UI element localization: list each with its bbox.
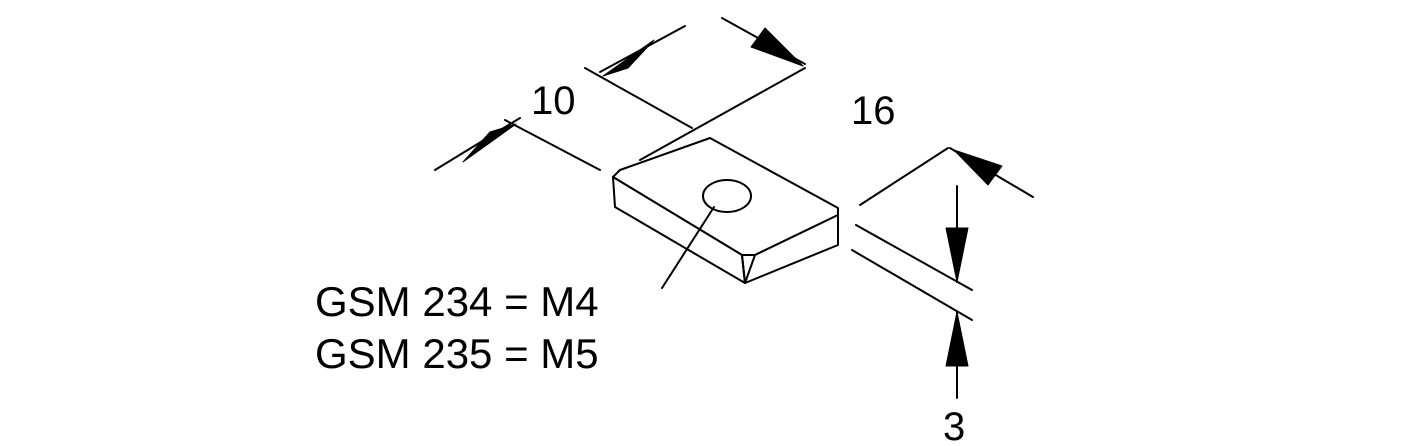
nut-body [612, 137, 839, 284]
extension-line-width-right [584, 67, 693, 129]
callout-leader-line [661, 206, 715, 289]
dimension-line-width-left-leader [434, 117, 521, 171]
callout-line-2: GSM 235 = M5 [315, 330, 599, 377]
arrowhead-length-right [953, 149, 1003, 186]
dimension-length: 16 [639, 17, 1034, 206]
nut-chamfer-edge-2 [744, 254, 756, 284]
thread-size-callout: GSM 234 = M4 GSM 235 = M5 [315, 206, 715, 377]
dimension-thickness-label: 3 [943, 405, 965, 446]
dimension-width-label: 10 [531, 79, 576, 123]
extension-line-length-right [859, 147, 949, 206]
dimension-width: 10 [434, 25, 693, 171]
dimension-thickness: 3 [851, 185, 973, 446]
extension-line-thickness-top [855, 224, 973, 291]
extension-line-length-left [639, 67, 806, 161]
extension-line-thickness-bottom [851, 249, 973, 321]
arrowhead-thickness-top [945, 227, 969, 283]
arrowhead-width-left [462, 123, 517, 163]
dimension-length-label: 16 [851, 89, 896, 133]
nut-threaded-hole [702, 179, 752, 213]
arrowhead-width-right [602, 39, 655, 77]
arrowhead-thickness-bottom [945, 311, 969, 367]
arrowhead-length-top [750, 27, 804, 67]
nut-chamfer-edge [741, 254, 746, 284]
extension-line-width-left [504, 119, 601, 171]
callout-line-1: GSM 234 = M4 [315, 278, 599, 325]
